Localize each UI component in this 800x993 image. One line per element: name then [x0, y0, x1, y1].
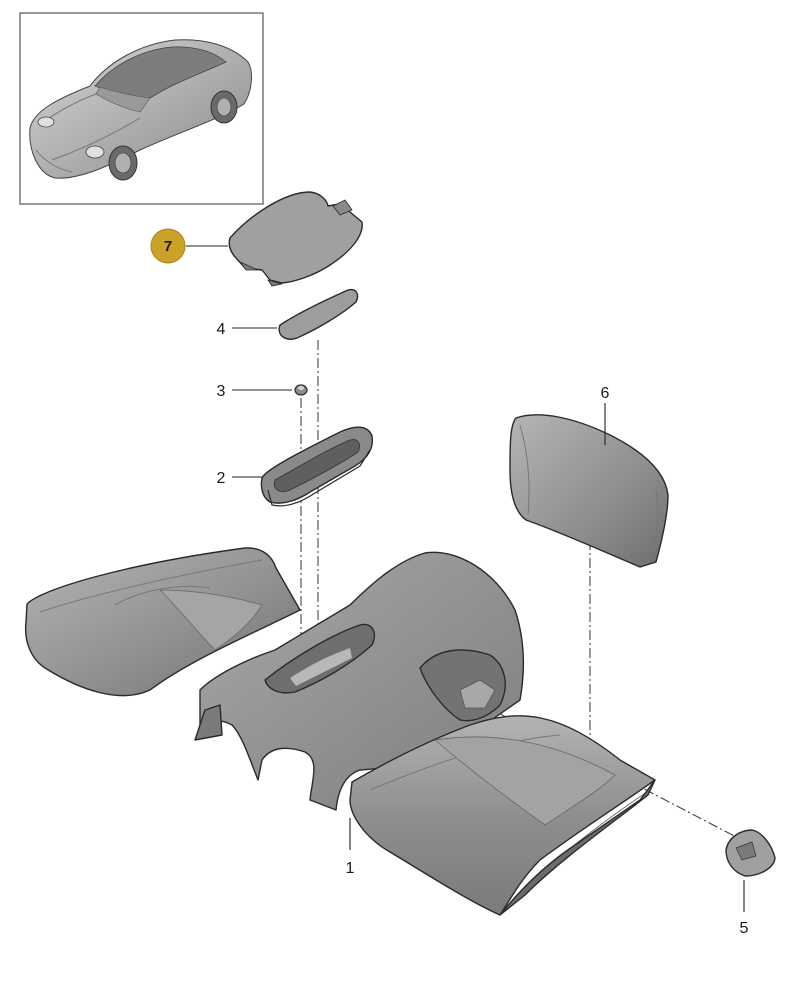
callouts: 7 4 3 2 6 1 5 — [150, 228, 749, 937]
part-cover-lid — [228, 191, 363, 287]
callout-5-label[interactable]: 5 — [740, 920, 749, 937]
callout-2-label[interactable]: 2 — [217, 470, 226, 487]
callout-7-label: 7 — [164, 238, 172, 255]
part-pad — [278, 288, 359, 340]
part-hook-cap — [725, 829, 776, 877]
callout-7[interactable]: 7 — [150, 228, 186, 264]
callout-1-label[interactable]: 1 — [346, 860, 355, 877]
part-backrest-cushion — [509, 414, 669, 568]
callout-3-label[interactable]: 3 — [217, 383, 226, 400]
part-storage-tray — [260, 426, 374, 507]
part-clip — [294, 384, 308, 396]
callout-7-badge — [150, 228, 186, 264]
callout-6-label[interactable]: 6 — [601, 385, 610, 402]
vehicle-thumbnail — [19, 12, 264, 205]
sports-car-icon — [29, 39, 252, 181]
leader-lines — [186, 245, 745, 912]
part-rear-seat-cushion — [24, 547, 656, 916]
callout-4-label[interactable]: 4 — [217, 321, 226, 338]
